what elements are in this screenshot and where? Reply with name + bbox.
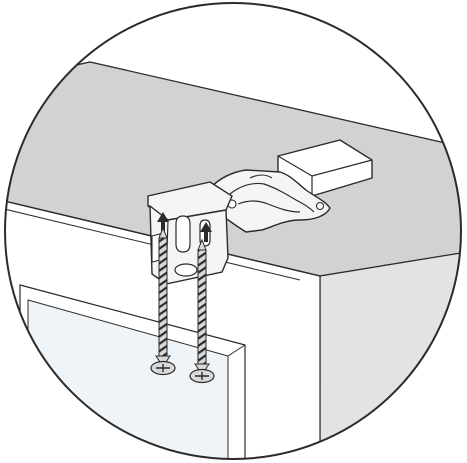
screw-left [150, 226, 176, 376]
recess-corner [227, 344, 246, 357]
up-arrow-left [157, 212, 169, 232]
ceiling-soffit [5, 61, 461, 277]
up-arrow-right [200, 222, 212, 242]
headrail-clip [209, 169, 331, 233]
screw-right [189, 238, 215, 384]
frame-inner-edge [5, 207, 301, 281]
detail-circle-outline [4, 2, 462, 460]
mounting-bracket [147, 181, 233, 285]
